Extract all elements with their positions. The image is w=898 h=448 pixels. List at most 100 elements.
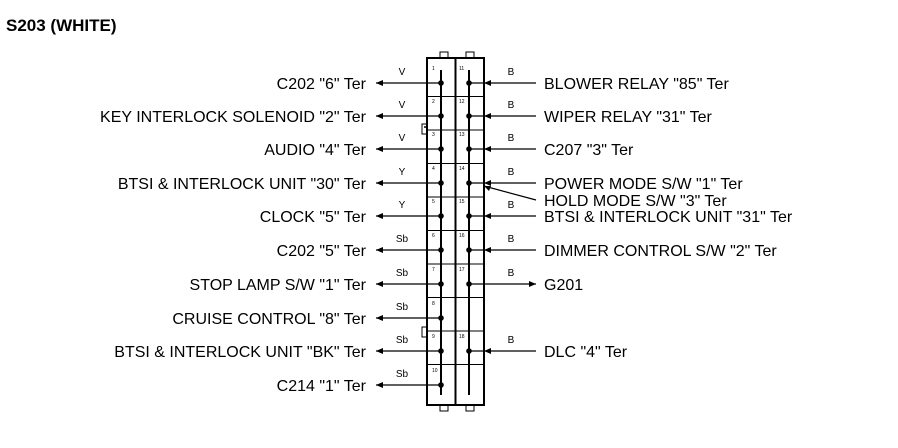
splice-junction-dot: [438, 382, 444, 388]
circuit-label: C214 "1" Ter: [277, 378, 367, 395]
wire-color-code: Sb: [396, 369, 409, 380]
arrow-left-icon: [376, 315, 383, 321]
splice-junction-dot: [438, 281, 444, 287]
splice-junction-dot: [438, 348, 444, 354]
splice-junction-dot: [438, 80, 444, 86]
splice-junction-dot: [466, 113, 472, 119]
left-circuit: AUDIO "4" Ter V 3: [264, 132, 444, 159]
arrow-left-icon: [484, 186, 491, 191]
circuit-label: POWER MODE S/W "1" Ter: [544, 176, 743, 193]
arrow-left-icon: [376, 382, 383, 388]
circuit-label: CRUISE CONTROL "8" Ter: [172, 311, 366, 328]
arrow-left-icon: [376, 281, 383, 287]
right-circuit: DIMMER CONTROL S/W "2" Ter B 16: [459, 233, 777, 260]
left-circuit: C202 "5" Ter Sb 6: [277, 233, 444, 260]
pin-number: 1: [432, 66, 435, 72]
circuit-label: STOP LAMP S/W "1" Ter: [190, 277, 367, 294]
splice-junction-dot: [438, 113, 444, 119]
splice-junction-dot: [466, 213, 472, 219]
arrow-left-icon: [484, 113, 491, 119]
pin-number: 12: [459, 99, 465, 105]
splice-junction-dot: [466, 80, 472, 86]
wire-color-code: B: [508, 200, 515, 211]
wire-color-code: V: [399, 133, 406, 144]
arrow-left-icon: [376, 180, 383, 186]
wire-color-code: V: [399, 67, 406, 78]
circuit-wire: [483, 185, 537, 201]
wire-color-code: Y: [399, 167, 406, 178]
pin-number: 3: [432, 132, 435, 138]
splice-junction-dot: [466, 247, 472, 253]
circuit-label: HOLD MODE S/W "3" Ter: [544, 193, 727, 210]
pin-number: 8: [432, 301, 435, 307]
pin-number: 5: [432, 199, 435, 205]
circuit-label: BTSI & INTERLOCK UNIT "BK" Ter: [114, 344, 366, 361]
wire-color-code: B: [508, 335, 515, 346]
splice-junction-dot: [466, 180, 472, 186]
circuit-label: KEY INTERLOCK SOLENOID "2" Ter: [100, 109, 367, 126]
wire-color-code: Sb: [396, 302, 409, 313]
circuit-label: BTSI & INTERLOCK UNIT "30" Ter: [118, 176, 367, 193]
splice-junction-dot: [466, 146, 472, 152]
pin-number: 2: [432, 99, 435, 105]
wire-color-code: B: [508, 133, 515, 144]
pin-number: 6: [432, 233, 435, 239]
wire-color-code: Y: [399, 200, 406, 211]
right-circuit: C207 "3" Ter B 13: [459, 132, 634, 159]
wire-color-code: B: [508, 100, 515, 111]
pin-number: 11: [459, 66, 464, 72]
circuit-label: C202 "6" Ter: [277, 76, 367, 93]
splice-connector-body: [421, 51, 485, 412]
arrow-left-icon: [376, 146, 383, 152]
circuit-label: C207 "3" Ter: [544, 142, 634, 159]
wire-color-code: B: [508, 167, 515, 178]
arrow-left-icon: [484, 247, 491, 253]
right-circuit: BTSI & INTERLOCK UNIT "31" Ter B 15: [459, 199, 793, 226]
pin-number: 16: [459, 233, 465, 239]
circuit-label: CLOCK "5" Ter: [260, 209, 367, 226]
circuit-label: WIPER RELAY "31" Ter: [544, 109, 713, 126]
right-circuit: HOLD MODE S/W "3" Ter: [483, 185, 727, 210]
wire-color-code: B: [508, 234, 515, 245]
arrow-left-icon: [484, 146, 491, 152]
circuit-label: DIMMER CONTROL S/W "2" Ter: [544, 243, 777, 260]
splice-junction-dot: [466, 281, 472, 287]
circuit-label: C202 "5" Ter: [277, 243, 367, 260]
circuit-label: BLOWER RELAY "85" Ter: [544, 76, 729, 93]
splice-junction-dot: [438, 315, 444, 321]
left-circuit: C202 "6" Ter V 1: [277, 66, 444, 93]
wire-color-code: V: [399, 100, 406, 111]
left-circuit: C214 "1" Ter Sb 10: [277, 368, 444, 395]
wire-color-code: Sb: [396, 335, 409, 346]
pin-number: 17: [459, 267, 465, 273]
pin-number: 10: [432, 368, 438, 374]
circuit-label: AUDIO "4" Ter: [264, 142, 366, 159]
pin-number: 13: [459, 132, 465, 138]
pin-number: 15: [459, 199, 465, 205]
splice-junction-dot: [438, 146, 444, 152]
arrow-left-icon: [376, 113, 383, 119]
left-circuit: CLOCK "5" Ter Y 5: [260, 199, 444, 226]
right-circuit: G201 B 17: [459, 267, 583, 294]
arrow-left-icon: [484, 80, 491, 86]
wire-color-code: B: [508, 268, 515, 279]
arrow-left-icon: [484, 213, 491, 219]
arrow-left-icon: [376, 348, 383, 354]
splice-junction-dot: [438, 180, 444, 186]
splice-junction-dot: [438, 213, 444, 219]
diagram-title: S203 (WHITE): [6, 16, 117, 35]
right-circuit: WIPER RELAY "31" Ter B 12: [459, 99, 713, 126]
wire-color-code: Sb: [396, 234, 409, 245]
left-circuit: CRUISE CONTROL "8" Ter Sb 8: [172, 301, 444, 328]
circuit-label: BTSI & INTERLOCK UNIT "31" Ter: [544, 209, 793, 226]
arrow-left-icon: [376, 80, 383, 86]
circuit-label: G201: [544, 277, 583, 294]
pin-number: 18: [459, 334, 465, 340]
left-circuit: KEY INTERLOCK SOLENOID "2" Ter V 2: [100, 99, 444, 126]
